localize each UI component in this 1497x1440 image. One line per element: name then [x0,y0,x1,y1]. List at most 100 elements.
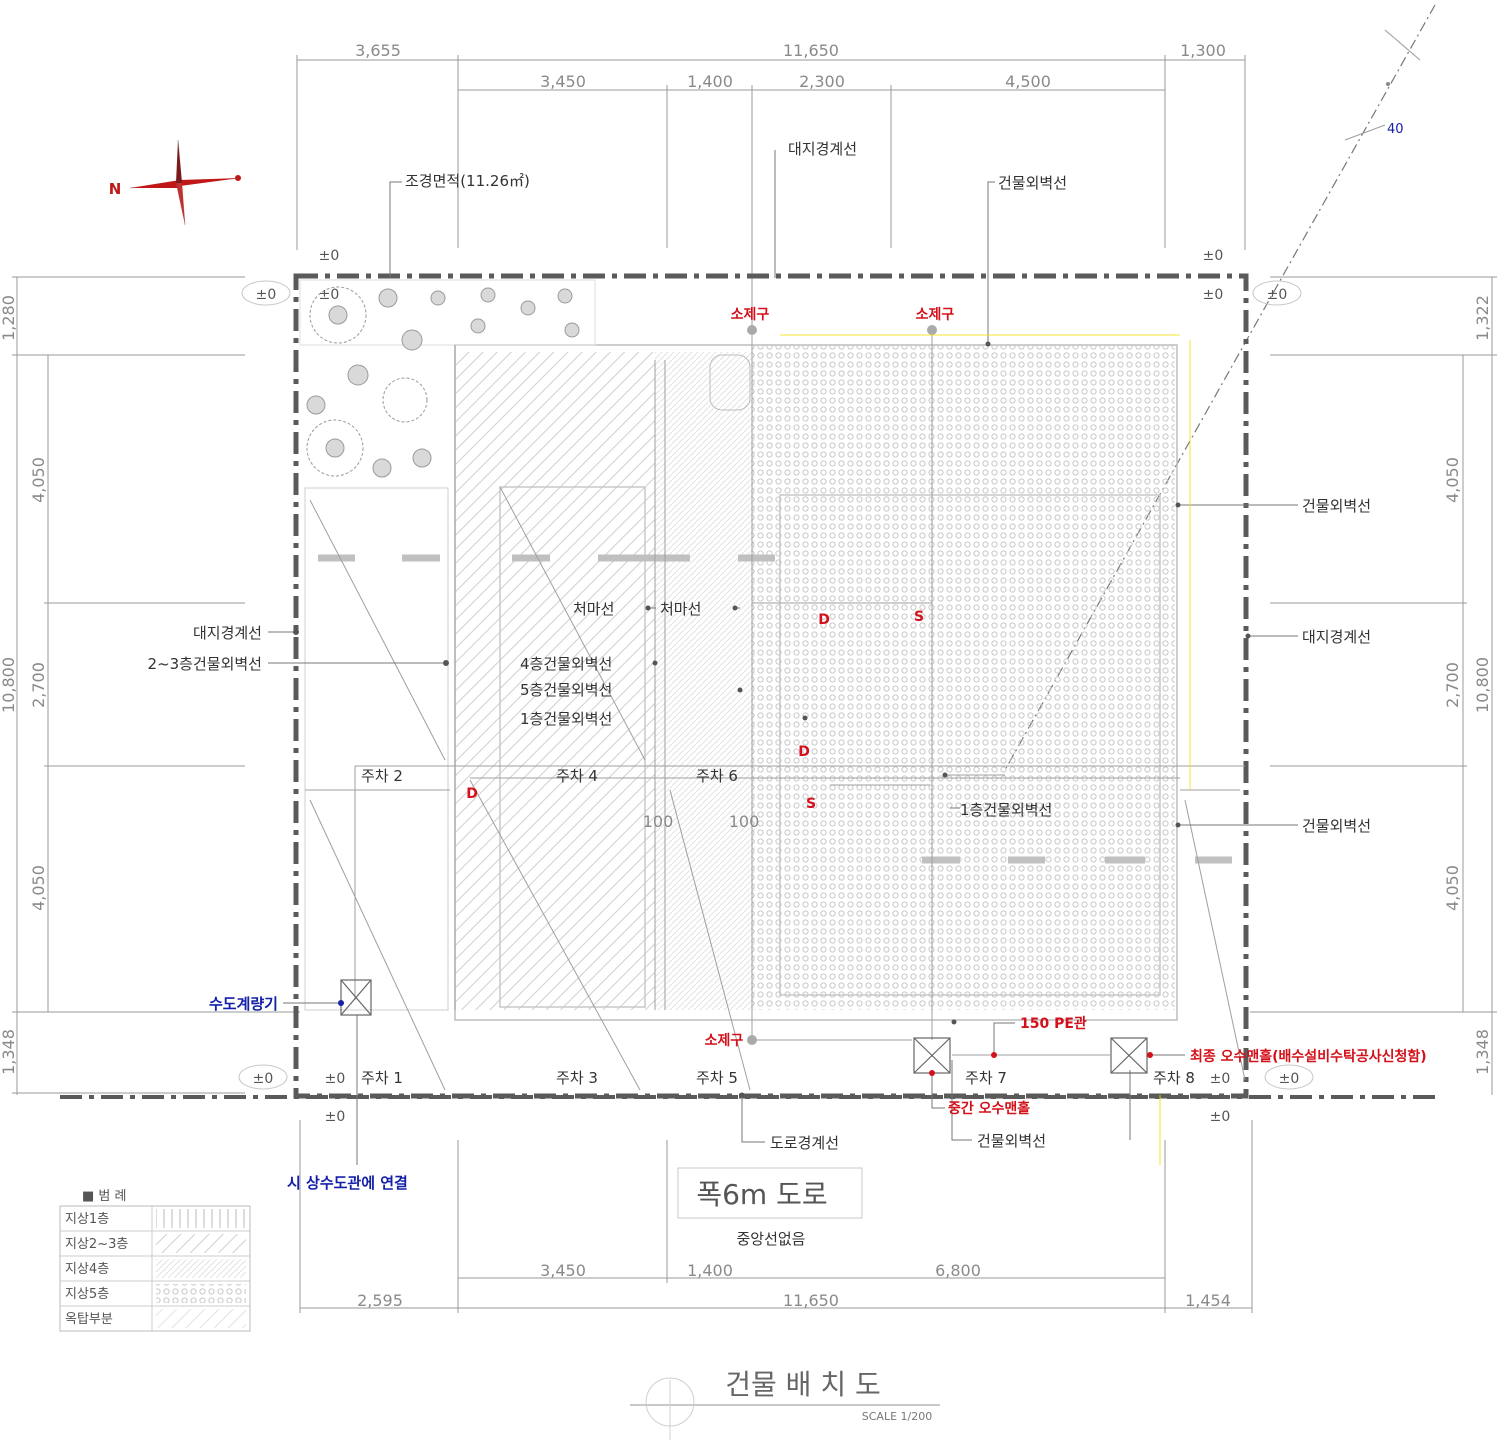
annotation-leaders [268,150,1298,1165]
left-dim-inner-1: 4,050 [29,457,48,503]
mark-sewer-s2: S [806,796,816,812]
right-dim-outer-2: 10,800 [1473,657,1492,713]
label-final-manhole: 최종 오수맨홀(배수설비수탁공사신청함) [1190,1048,1427,1065]
label-wall-1f: 1층건물외벽선 [520,710,612,728]
floor-2-3-hatch [455,352,655,1010]
label-wall-1f-right: 1층건물외벽선 [960,801,1052,819]
right-dim-outer-3: 1,348 [1473,1029,1492,1075]
title-decoration [630,1377,940,1440]
level-mark: ±0 [1279,1071,1300,1087]
label-wall-right-1: 건물외벽선 [1302,497,1371,515]
drawing-scale: SCALE 1/200 [862,1410,932,1423]
mid-manhole-dot [929,1070,935,1076]
left-dim-outer-3: 1,348 [0,1029,18,1075]
pipe-dot [991,1052,997,1058]
floor-1-hatch [752,345,1175,1010]
legend-item-2: 지상2~3층 [65,1237,128,1252]
floor-4-hatch [655,352,755,1010]
level-mark: ±0 [1203,248,1224,264]
north-label: N [109,180,122,198]
legend-item-3: 지상4층 [65,1262,109,1277]
parking-7: 주차 7 [965,1069,1007,1087]
top-dim-inner-1: 3,450 [540,72,586,91]
level-mark: ±0 [253,1071,274,1087]
label-eave-2: 처마선 [660,600,701,618]
level-mark: ±0 [319,287,340,303]
level-mark: ±0 [1210,1109,1231,1125]
legend-item-5: 옥탑부분 [65,1312,113,1327]
level-mark: ±0 [1267,287,1288,303]
level-mark: ±0 [1203,287,1224,303]
right-dim-inner-2: 2,700 [1443,662,1462,708]
bottom-dim-outer-2: 11,650 [783,1291,839,1310]
label-site-boundary-left: 대지경계선 [193,624,262,642]
label-dim-100-b: 100 [729,812,760,831]
legend-swatch-23f [156,1234,246,1253]
eave-dash-bar [318,554,1232,864]
label-cleanout-2: 소제구 [916,307,955,323]
parking-4: 주차 4 [556,767,598,785]
label-wall-5f: 5층건물외벽선 [520,681,612,699]
parking-8: 주차 8 [1153,1069,1195,1087]
road-name: 폭6m 도로 [696,1178,827,1211]
top-dim-outer-3: 1,300 [1180,41,1226,60]
cleanout-points [747,325,937,1045]
inner-outline-left [499,486,646,1008]
bottom-dim-outer-3: 1,454 [1185,1291,1231,1310]
legend-item-4: 지상5층 [65,1287,109,1302]
bottom-dimension-lines [299,1120,1253,1313]
label-cleanout-1: 소제구 [731,307,770,323]
legend-table [59,1205,251,1332]
legend-swatch-rooftop [156,1309,246,1328]
angle-leader [1344,124,1386,141]
label-site-boundary-right: 대지경계선 [1302,628,1371,646]
bottom-dim-inner-2: 1,400 [687,1261,733,1280]
legend-swatch-5f [156,1284,246,1303]
top-dim-inner-4: 4,500 [1005,72,1051,91]
left-dim-inner-2: 2,700 [29,662,48,708]
inner-outline-right [779,494,1161,996]
left-dim-outer-2: 10,800 [0,657,18,713]
label-landscape-area: 조경면적(11.26㎡) [405,172,530,190]
angle-value: 40 [1387,122,1404,137]
mark-sewer-s1: S [914,609,924,625]
landscape-trees [306,286,580,478]
meter-dot [338,1000,344,1006]
level-mark: ±0 [256,287,277,303]
label-wall-bottom: 건물외벽선 [977,1132,1046,1150]
level-marks: ±0 ±0 ±0 ±0 ±0 ±0 ±0 ±0 ±0 ±0 ±0 ±0 [253,248,1300,1125]
label-water-meter: 수도계량기 [209,995,278,1013]
landscape-zone-top [299,279,596,346]
bottom-dim-inner-3: 6,800 [935,1261,981,1280]
drawing-title: 건물 배 치 도 [725,1368,881,1401]
angle-arrow-line [1384,29,1421,61]
parking-5: 주차 5 [696,1069,738,1087]
label-eave-1: 처마선 [573,600,614,618]
structure-lines [305,330,1246,1091]
annotation-dots [293,341,1251,1098]
label-road-boundary: 도로경계선 [770,1134,839,1152]
level-mark: ±0 [325,1071,346,1087]
angle-point [1386,82,1390,86]
level-mark: ±0 [1210,1071,1231,1087]
label-cleanout-3: 소제구 [705,1033,744,1049]
parking-1: 주차 1 [361,1069,403,1087]
legend-swatch-4f [156,1259,246,1278]
legend-item-1: 지상1층 [65,1212,109,1227]
label-wall-top: 건물외벽선 [998,174,1067,192]
level-mark-ovals [238,280,1314,1090]
road-note: 중앙선없음 [736,1230,805,1248]
right-dim-outer-1: 1,322 [1473,295,1492,341]
label-wall-23-left: 2~3층건물외벽선 [148,655,262,673]
legend-swatch-1f [156,1209,246,1228]
label-city-water: 시 상수도관에 연결 [287,1174,408,1192]
legend-title: ■ 범 례 [82,1189,126,1204]
label-pe-pipe: 150 PE관 [1020,1015,1087,1032]
mark-drain-d3: D [466,786,478,802]
top-dim-inner-3: 2,300 [799,72,845,91]
manholes [340,979,1148,1074]
parking-2: 주차 2 [361,767,403,785]
parking-3: 주차 3 [556,1069,598,1087]
label-wall-right-2: 건물외벽선 [1302,817,1371,835]
